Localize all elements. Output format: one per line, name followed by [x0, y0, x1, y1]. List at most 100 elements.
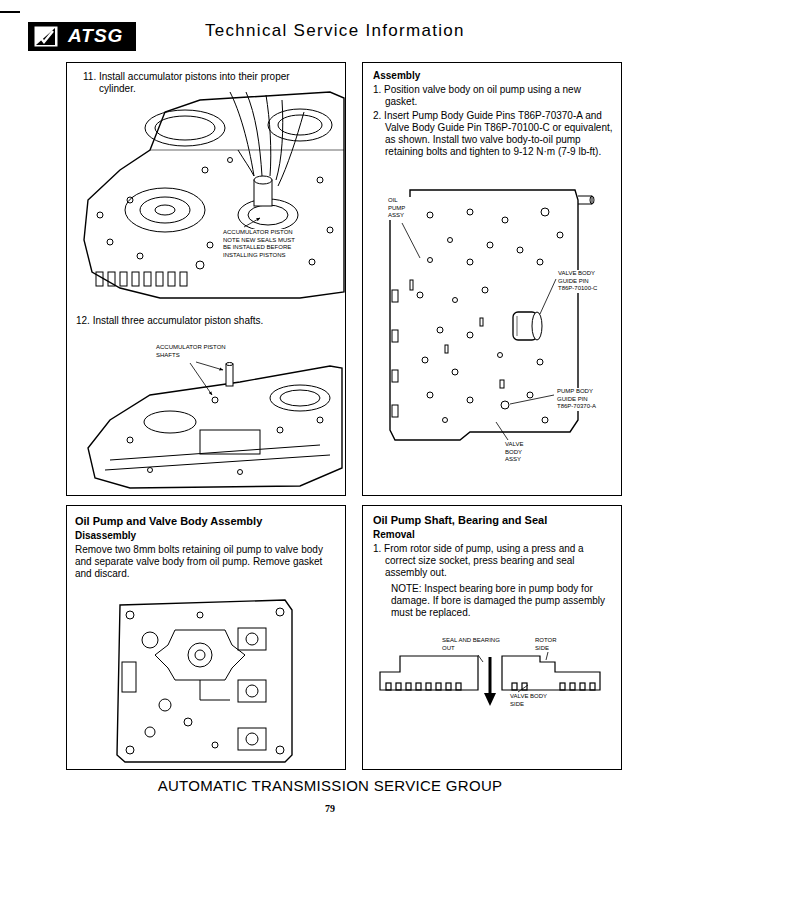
valve-body-illustration-part — [467, 332, 473, 338]
case-illustration-part — [96, 272, 103, 286]
valve-body-illustration-part — [417, 292, 423, 298]
callout-label: ACCUMULATOR PISTON SHAFTS — [155, 344, 247, 359]
valve-body-illustration-part — [542, 417, 548, 423]
case-illustration-part — [140, 197, 190, 223]
case-illustration-part — [238, 150, 254, 176]
leader-line — [196, 362, 223, 370]
case-illustration-part — [88, 366, 342, 488]
valve-body-illustration-part — [487, 242, 493, 248]
valve-body-illustration-part — [527, 392, 533, 398]
valve-body-illustration-part — [392, 290, 398, 302]
oil-pump-illustration — [117, 600, 292, 762]
logo-box: ATSG — [28, 22, 136, 51]
case-illustration-part — [144, 411, 196, 433]
callout-label: PUMP BODY GUIDE PIN T86P-70370-A — [556, 388, 606, 411]
body-text: Remove two 8mm bolts retaining oil pump … — [75, 544, 341, 580]
leader-line — [244, 218, 260, 227]
valve-body-illustration-part — [537, 259, 543, 265]
oil-pump-illustration-part — [145, 727, 155, 737]
valve-body-illustration-part — [541, 208, 549, 216]
case-illustration-part — [207, 242, 213, 248]
oil-pump-illustration-part — [195, 650, 205, 660]
valve-body-illustration-part — [501, 401, 509, 409]
case-illustration-part — [228, 158, 233, 163]
valve-body-illustration-part — [467, 209, 473, 215]
leader-line — [540, 279, 556, 314]
callout-label: VALVE BODY ASSY — [504, 441, 536, 464]
page-number: 79 — [310, 803, 350, 815]
case-illustration-part — [125, 188, 205, 232]
callout-label: ROTOR SIDE — [534, 637, 568, 652]
section-heading: Oil Pump and Valve Body Assembly — [75, 515, 340, 528]
case-illustration-part — [212, 397, 218, 403]
note-text: NOTE: Inspect bearing bore in pump body … — [391, 583, 617, 619]
leader-line — [478, 655, 483, 662]
valve-body-illustration-part — [422, 357, 428, 363]
oil-pump-illustration-part — [188, 643, 212, 667]
valve-body-illustration-part — [557, 232, 563, 238]
valve-body-illustration-part — [392, 405, 398, 417]
callout-label: VALVE BODY GUIDE PIN T86P-70100-C — [557, 270, 607, 293]
case-illustration-part — [155, 116, 215, 140]
case-illustration-part — [226, 363, 233, 366]
oil-pump-illustration-part — [246, 685, 258, 697]
valve-body-illustration-part — [453, 298, 458, 303]
case-illustration-part — [266, 95, 271, 176]
callout-label: SEAL AND BEARING OUT — [441, 637, 503, 652]
valve-body-illustration-part — [500, 380, 504, 388]
logo-text: ATSG — [68, 25, 123, 47]
case-illustration-part — [108, 272, 115, 286]
case-illustration-part — [270, 385, 330, 411]
case-illustration-part — [246, 92, 262, 176]
case-illustration-part — [248, 205, 288, 225]
oil-pump-illustration-part — [200, 680, 230, 700]
instruction-panel: 11. Install accumulator pistons into the… — [66, 62, 346, 496]
logo-icon-frame — [34, 26, 58, 47]
oil-pump-illustration-part — [197, 612, 203, 618]
valve-body-illustration-part — [390, 190, 578, 440]
case-illustration-part — [107, 239, 113, 245]
case-illustration-part — [280, 390, 320, 406]
case-illustration-part — [120, 272, 127, 286]
section-heading: Assembly — [373, 70, 613, 82]
valve-body-illustration-part — [537, 359, 543, 365]
case-illustration-part — [127, 197, 133, 203]
section-subheading: Disassembly — [75, 530, 340, 542]
case-illustration-part — [278, 112, 304, 186]
step-text: 1. From rotor side of pump, using a pres… — [373, 543, 613, 579]
oil-pump-illustration-part — [117, 600, 292, 762]
valve-body-illustration-part — [517, 247, 523, 253]
pump-section-illustration-part — [446, 683, 451, 690]
case-illustration-part — [84, 92, 344, 298]
valve-body-illustration-part — [427, 392, 433, 398]
corner-mark — [0, 11, 20, 13]
case-illustration-part — [317, 417, 323, 423]
oil-pump-illustration-part — [122, 662, 136, 692]
case-illustration-part — [276, 100, 283, 180]
leader-line — [496, 422, 508, 440]
case-illustration-part — [238, 470, 243, 475]
valve-body-illustration-part — [467, 259, 473, 265]
footer-text: AUTOMATIC TRANSMISSION SERVICE GROUP — [150, 777, 510, 795]
valve-body-illustration-part — [437, 327, 443, 333]
case-illustration-part — [127, 437, 133, 443]
pump-section-illustration-part — [512, 683, 517, 690]
case-illustration — [88, 363, 342, 489]
case-illustration-part — [277, 427, 283, 433]
case-illustration-part — [105, 455, 330, 470]
pump-section-illustration-part — [396, 683, 401, 690]
pump-section-illustration-part — [590, 683, 595, 690]
case-illustration-part — [196, 261, 204, 269]
valve-body-illustration-part — [482, 287, 488, 293]
oil-pump-illustration-part — [159, 699, 171, 711]
case-illustration-part — [156, 272, 163, 286]
valve-body-illustration-part — [428, 258, 433, 263]
pump-section-illustration-part — [386, 683, 391, 690]
press-arrow — [489, 657, 492, 694]
logo-icon — [33, 25, 59, 48]
logo-icon-check — [36, 28, 55, 45]
valve-body-illustration-part — [517, 316, 518, 336]
case-illustration-part — [327, 227, 333, 233]
step-text: 12. Install three accumulator piston sha… — [76, 315, 336, 327]
oil-pump-illustration-part — [276, 608, 284, 616]
